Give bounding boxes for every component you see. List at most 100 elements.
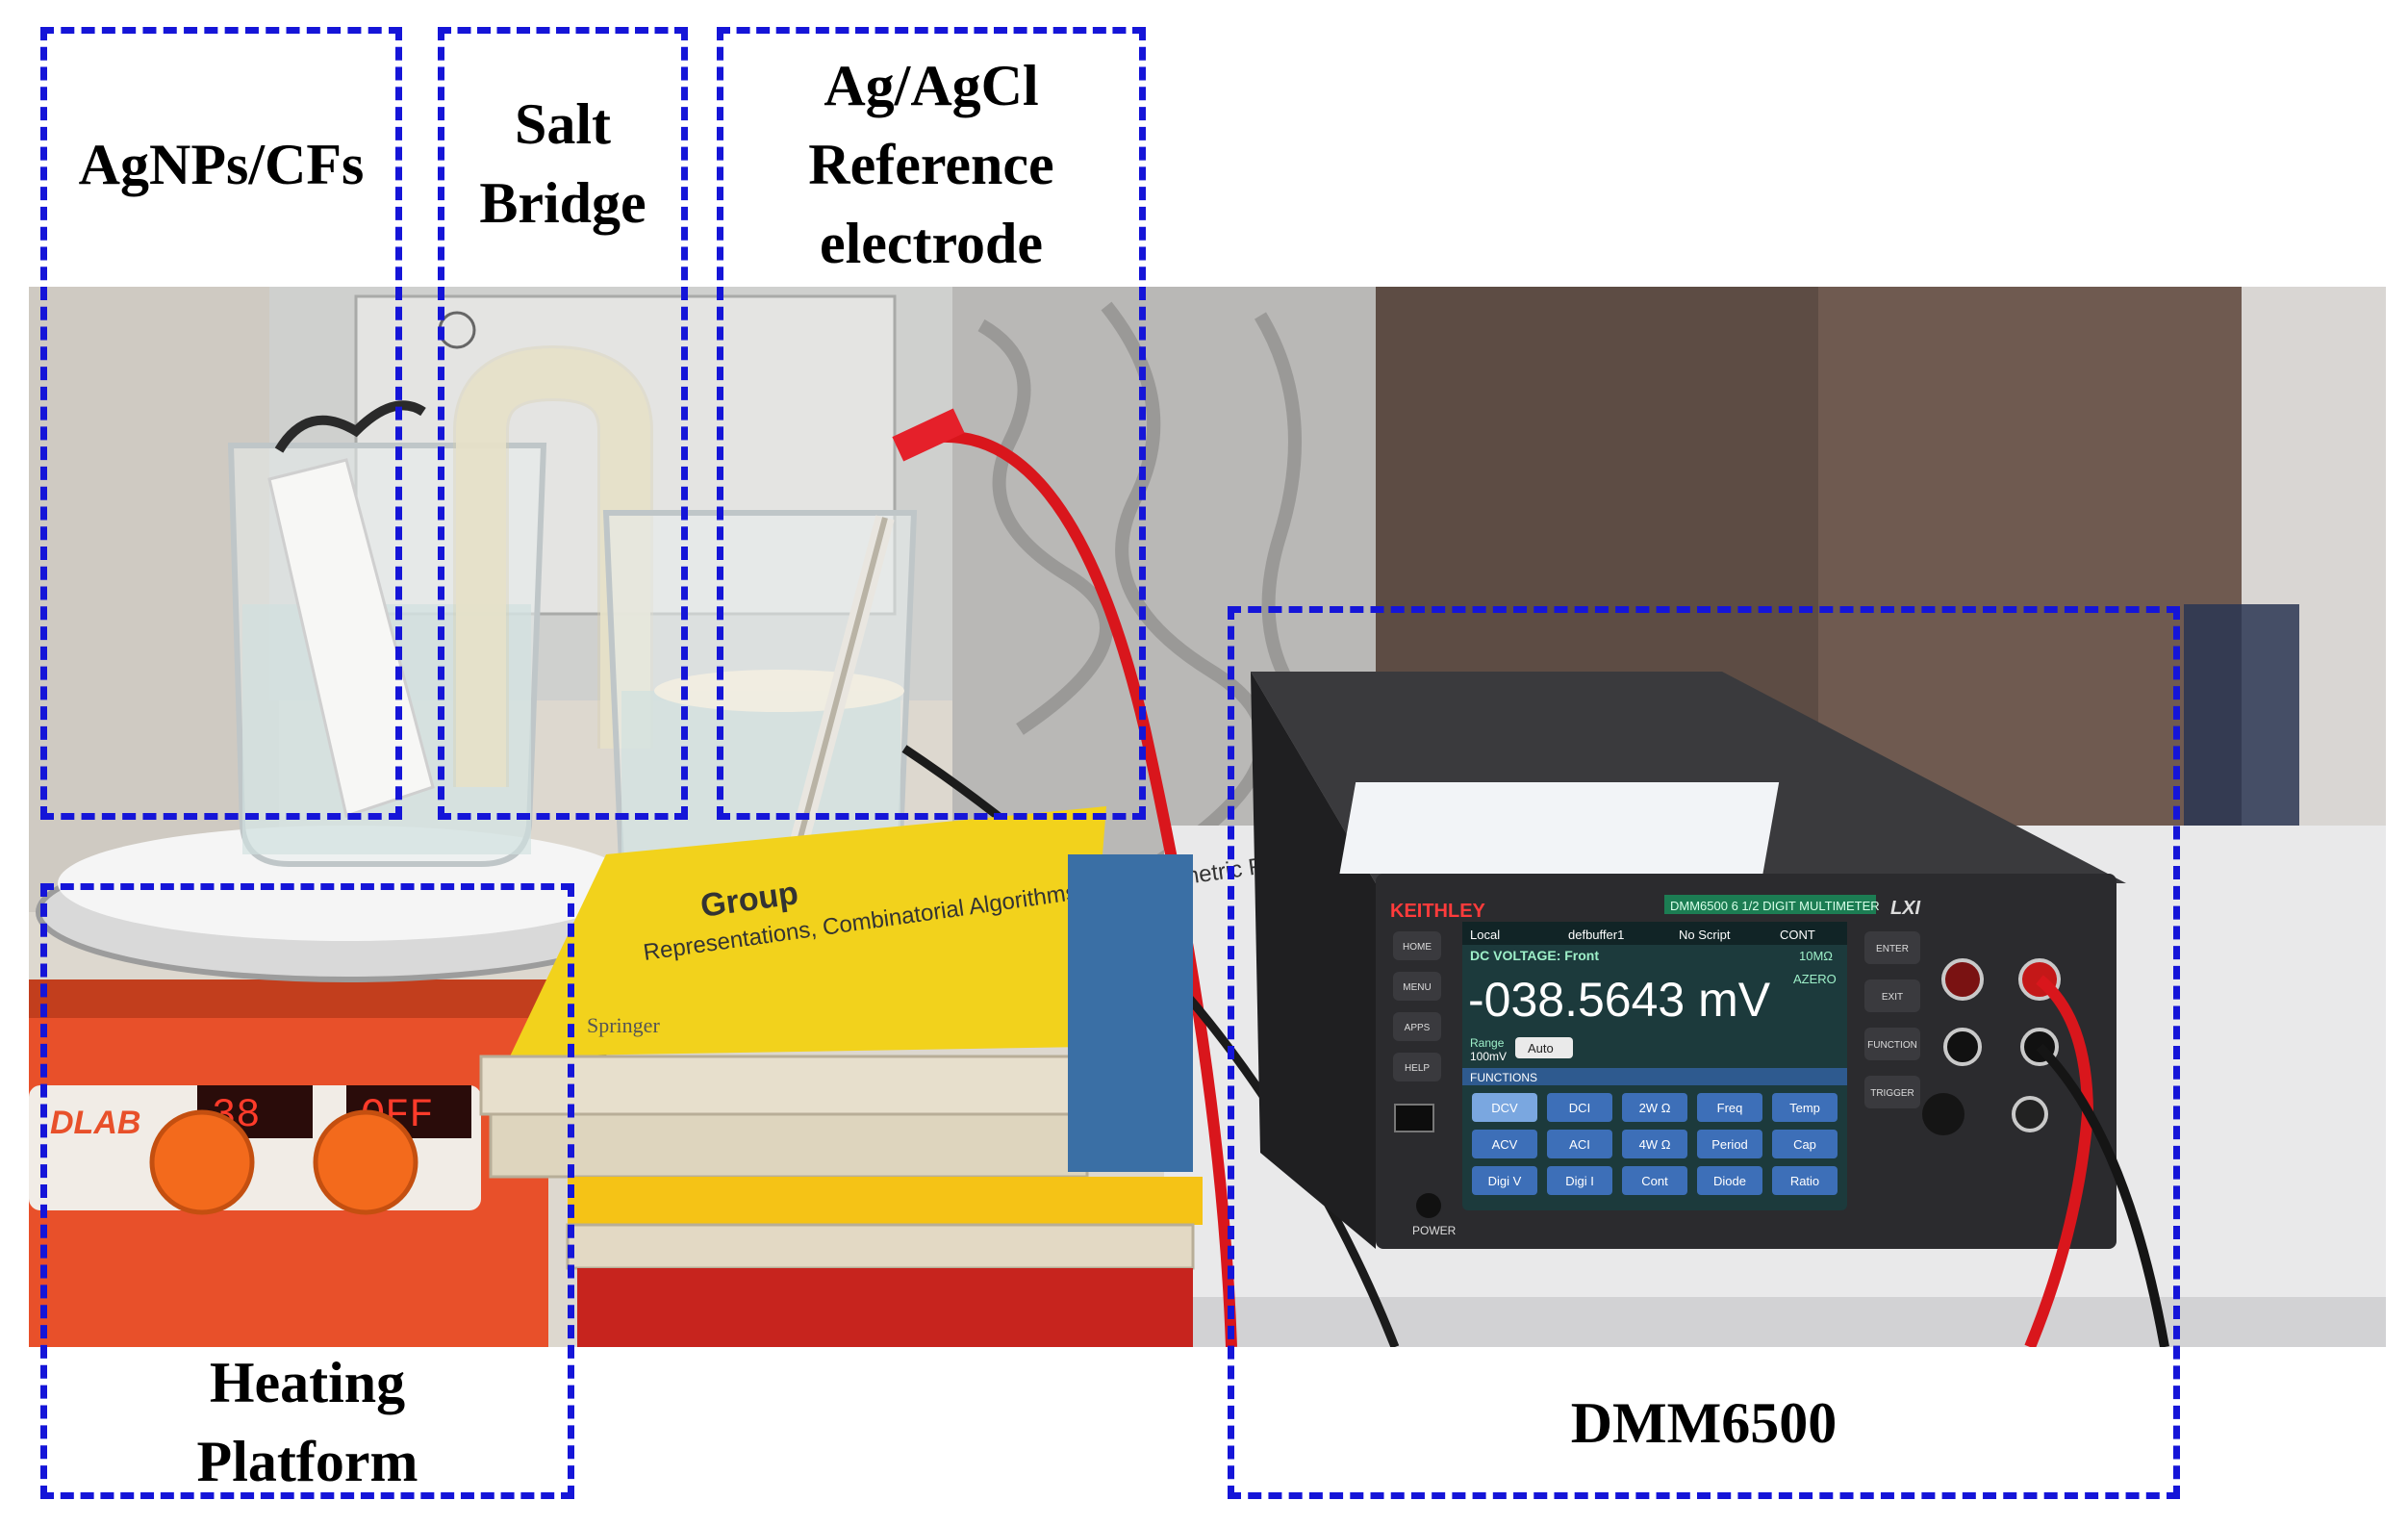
dmm-fn-button <box>1697 1093 1762 1122</box>
dmm-side-key-label: APPS <box>1405 1023 1431 1033</box>
box-dmm6500 <box>1228 606 2180 1499</box>
dmm-fn-button-label: ACI <box>1569 1137 1590 1152</box>
jack-sense-lo <box>1943 1028 1982 1066</box>
carbon-fiber-cloth <box>267 458 435 818</box>
dmm-right-key-label: EXIT <box>1882 992 1903 1003</box>
label-reference-line1: Ag/AgCl <box>824 54 1039 117</box>
dmm-power-label: POWER <box>1412 1224 1457 1237</box>
dmm-side-key-label: HOME <box>1403 942 1432 953</box>
dmm-lxi: LXI <box>1890 898 1921 919</box>
dmm-fn-button <box>1697 1166 1762 1195</box>
dmm-fn-button-label: Cont <box>1641 1174 1668 1188</box>
dmm-fn-button-label: DCI <box>1569 1101 1590 1115</box>
dmm-fn-button <box>1622 1130 1687 1158</box>
book-pages-2 <box>489 1112 1089 1179</box>
dmm-script: No Script <box>1679 928 1731 942</box>
jack-sense-hi <box>1941 958 1984 1001</box>
dmm-side <box>1251 672 1376 1249</box>
dmm-fn-button <box>1622 1093 1687 1122</box>
label-reference-line2: Reference <box>808 133 1054 196</box>
box-agnps-cfs <box>40 27 402 820</box>
label-agnps-cfs: AgNPs/CFs <box>40 125 402 204</box>
dmm-fn-button-label: Freq <box>1717 1101 1743 1115</box>
dmm-fn-button-label: Digi V <box>1488 1174 1522 1188</box>
dmm-fn-button-label: DCV <box>1491 1101 1518 1115</box>
front-rear-switch <box>1922 1093 1964 1135</box>
dmm-fn-button <box>1472 1166 1537 1195</box>
hotplate-shadow <box>29 979 548 1018</box>
dmm-fn-button <box>1472 1130 1537 1158</box>
dmm-fn-button-label: ACV <box>1492 1137 1518 1152</box>
dmm-range-value: 100mV <box>1470 1050 1507 1063</box>
dmm-fn-button <box>1622 1166 1687 1195</box>
dmm-buffer: defbuffer1 <box>1568 928 1624 942</box>
book-blue <box>1068 854 1193 1172</box>
dmm-fn-button <box>1547 1093 1612 1122</box>
label-heating-platform: Heating Platform <box>40 1343 574 1501</box>
dmm-model-strip <box>1664 895 1876 914</box>
carbon-fiber-wire <box>274 400 426 453</box>
dmm-reading: -038.5643 mV <box>1468 973 1771 1027</box>
book-publisher: Springer <box>587 1013 660 1037</box>
hotplate-knob-right <box>313 1109 418 1215</box>
dmm-auto-text: Auto <box>1528 1041 1554 1055</box>
label-agnps-cfs-text: AgNPs/CFs <box>78 133 365 196</box>
dmm-fn-button <box>1547 1166 1612 1195</box>
hotplate-knob-left <box>149 1109 255 1215</box>
dmm-right-key-label: ENTER <box>1876 944 1909 954</box>
dmm-fn-button <box>1697 1130 1762 1158</box>
dmm-right-key <box>1864 931 1920 964</box>
book-yellow <box>510 806 1106 1056</box>
book-red <box>577 1268 1193 1347</box>
book-yellow-2 <box>568 1177 1203 1225</box>
salt-bridge-tube <box>456 347 650 787</box>
red-clip <box>892 408 965 462</box>
dmm-fn-button <box>1547 1130 1612 1158</box>
red-probe <box>2024 975 2094 1347</box>
dmm-functions-label: FUNCTIONS <box>1470 1071 1537 1084</box>
dmm-side-key <box>1393 1053 1441 1081</box>
dmm-fn-button <box>1772 1166 1838 1195</box>
dmm-right-key-label: FUNCTION <box>1867 1040 1917 1051</box>
dmm-right-keys: ENTER EXIT FUNCTION TRIGGER <box>1864 931 1920 1108</box>
dmm-fn-button-label: Period <box>1711 1137 1748 1152</box>
jack-amps <box>2012 1096 2048 1132</box>
dmm-fn-button-label: Cap <box>1793 1137 1816 1152</box>
dmm-fn-button <box>1772 1093 1838 1122</box>
dmm-fn-button-label: 4W Ω <box>1639 1137 1671 1152</box>
dmm-fn-button-label: Ratio <box>1790 1174 1819 1188</box>
dmm-screen-topbar <box>1462 922 1847 945</box>
experimental-setup-photo: DLAB 38 OFF Group Representations, Combi… <box>29 287 2386 1347</box>
dmm-right-key-label: TRIGGER <box>1870 1088 1914 1099</box>
label-dmm6500: DMM6500 <box>1228 1384 2180 1462</box>
dmm-fn-button-label: Diode <box>1713 1174 1746 1188</box>
dmm-side-key <box>1393 931 1441 960</box>
label-heating-line2: Platform <box>196 1430 418 1493</box>
dmm-side-key-label: HELP <box>1405 1063 1430 1074</box>
dmm-brand: KEITHLEY <box>1390 901 1486 922</box>
dmm-fn-button <box>1772 1130 1838 1158</box>
label-heating-line1: Heating <box>209 1351 406 1414</box>
book-pages-3 <box>566 1223 1195 1270</box>
dmm-fn-button-label: 2W Ω <box>1639 1101 1671 1115</box>
label-reference-line3: electrode <box>819 212 1044 275</box>
dmm-fn-button-label: Digi I <box>1565 1174 1594 1188</box>
dmm-right-key <box>1864 1028 1920 1060</box>
dmm-model-strip-text: DMM6500 6 1/2 DIGIT MULTIMETER <box>1670 899 1880 913</box>
dmm-right-key <box>1864 979 1920 1012</box>
dmm-side-key-label: MENU <box>1403 982 1431 993</box>
dmm-local: Local <box>1470 928 1500 942</box>
dmm-fn-button <box>1472 1093 1537 1122</box>
dmm-side-key <box>1393 1012 1441 1041</box>
black-probe <box>2036 1043 2169 1347</box>
dmm-cont: CONT <box>1780 928 1815 942</box>
dmm-auto-button <box>1515 1037 1573 1058</box>
dmm-label-sticker <box>1339 782 1780 874</box>
red-test-lead <box>912 430 1237 1347</box>
dmm-right-key <box>1864 1076 1920 1108</box>
box-reference-electrode <box>717 27 1146 820</box>
hotplate-brand: DLAB <box>50 1105 140 1141</box>
dmm-range-label: Range <box>1470 1036 1505 1050</box>
dmm-power-button <box>1416 1193 1441 1218</box>
